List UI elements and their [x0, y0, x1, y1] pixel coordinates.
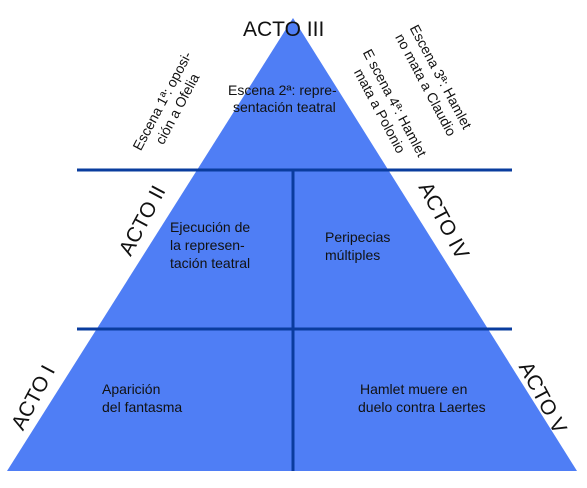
scene-2-line-1: Escena 2ª: repre- — [228, 82, 337, 98]
act-2-block-text: Ejecución de la represen- tación teatral — [170, 218, 250, 272]
act-1-line-2: del fantasma — [102, 399, 183, 415]
act-4-line-2: múltiples — [325, 247, 381, 263]
act-1-line-1: Aparición — [102, 381, 161, 397]
act-5-line-1: Hamlet muere en — [360, 381, 468, 397]
act-5-block-text: Hamlet muere en duelo contra Laertes — [358, 380, 486, 416]
act-2-line-2: la represen- — [170, 237, 245, 253]
act-2-line-3: tación teatral — [170, 255, 251, 271]
act-2-line-1: Ejecución de — [170, 219, 251, 235]
scene-2-line-2: sentación teatral — [233, 99, 336, 115]
act-4-line-1: Peripecias — [325, 229, 391, 245]
act-4-block-text: Peripecias múltiples — [325, 228, 390, 264]
act-3-label: ACTO III — [243, 18, 325, 41]
scene-2-label: Escena 2ª: repre- sentación teatral — [228, 82, 337, 116]
act-1-block-text: Aparición del fantasma — [102, 380, 182, 416]
act-5-line-2: duelo contra Laertes — [358, 399, 486, 415]
